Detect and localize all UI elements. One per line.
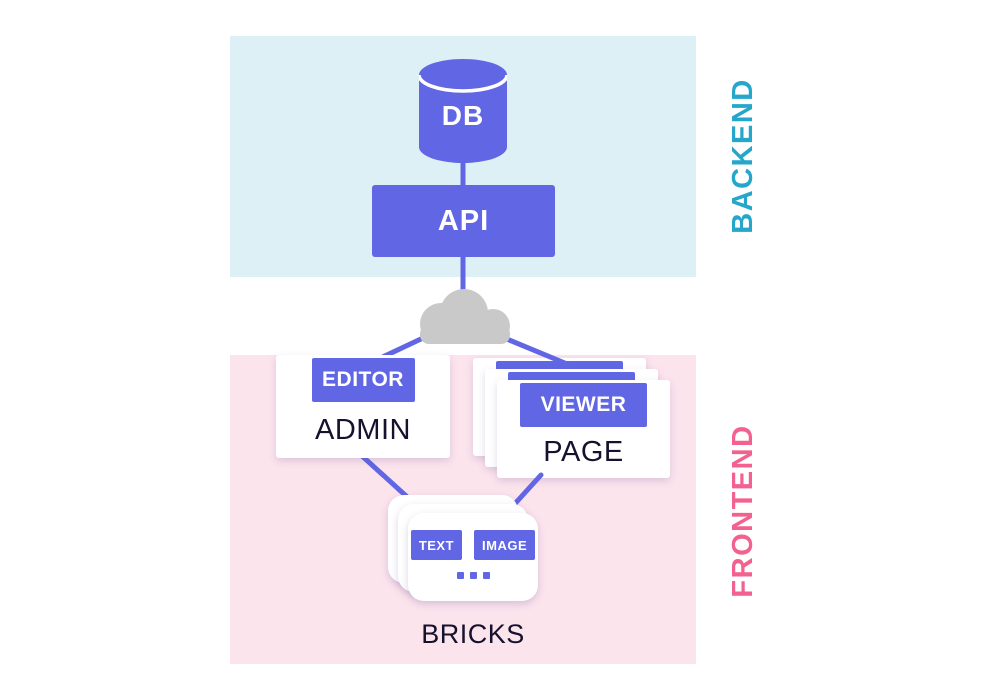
viewer-badge: VIEWER (520, 383, 647, 427)
cloud-icon (420, 289, 510, 344)
db-label: DB (441, 100, 485, 131)
brick-badges: TEXT IMAGE (410, 530, 536, 560)
brick-card: TEXT IMAGE (408, 513, 538, 601)
ellipsis-dots (456, 572, 490, 579)
admin-label: ADMIN (315, 413, 411, 446)
api-node: API (372, 185, 555, 257)
admin-card: EDITOR ADMIN (276, 355, 450, 458)
text-badge: TEXT (410, 530, 463, 560)
bricks-label: BRICKS (421, 619, 525, 649)
editor-badge: EDITOR (311, 358, 415, 402)
frontend-label: FRONTEND (727, 424, 759, 598)
db-cylinder-icon (417, 59, 509, 163)
image-badge: IMAGE (474, 530, 536, 560)
backend-label: BACKEND (727, 78, 759, 234)
database-node: DB (417, 59, 509, 163)
page-card: VIEWER PAGE (497, 380, 670, 478)
page-label: PAGE (543, 436, 624, 468)
